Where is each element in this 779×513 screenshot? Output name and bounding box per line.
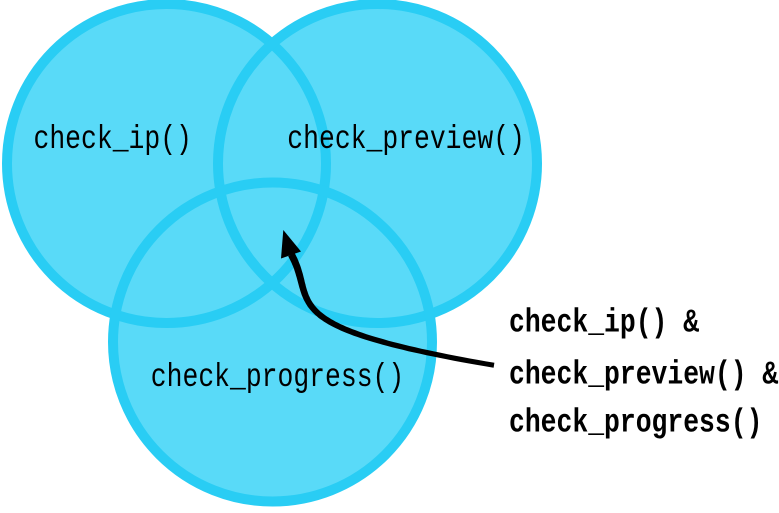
svg-text:check_preview() &: check_preview() & xyxy=(509,356,778,394)
svg-text:check_ip() &: check_ip() & xyxy=(509,304,699,342)
svg-text:check_preview(): check_preview() xyxy=(287,120,525,158)
svg-text:check_progress(): check_progress() xyxy=(151,358,404,396)
svg-text:check_ip(): check_ip() xyxy=(34,120,192,158)
svg-text:check_progress(): check_progress() xyxy=(509,404,762,442)
